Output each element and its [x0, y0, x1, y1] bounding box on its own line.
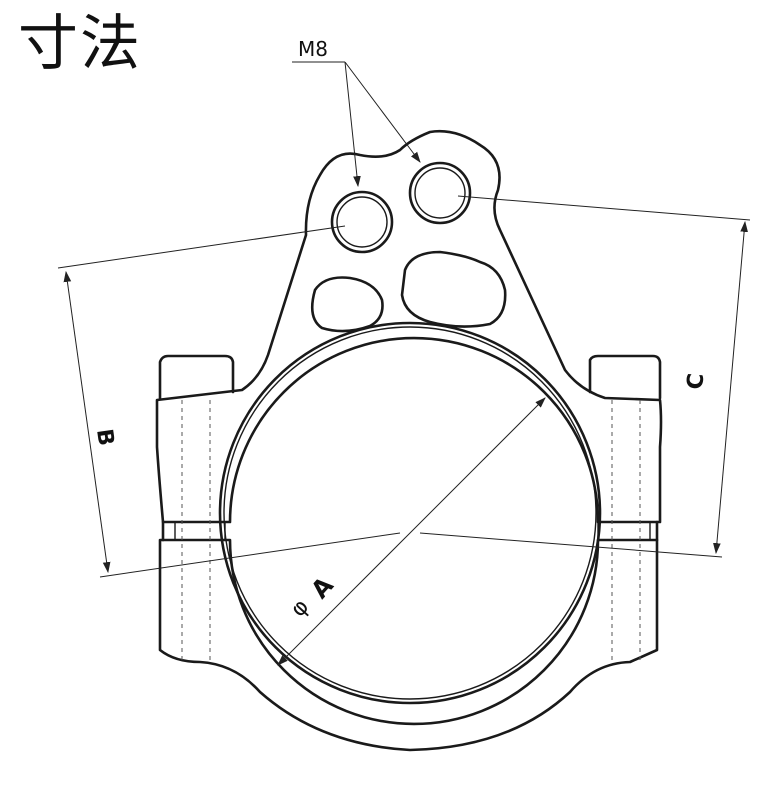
dimension-c-line [713, 220, 748, 555]
m8-label: M8 [298, 37, 328, 61]
dimension-b: B [57, 225, 401, 578]
dimension-b-line [63, 270, 111, 574]
slot-hole-left [310, 276, 384, 333]
lower-clamp-outline [158, 538, 659, 752]
bolt-neck-left [174, 521, 226, 541]
m8-leader-left [344, 61, 361, 188]
bolt-head-left [158, 354, 235, 400]
m8-callout: M8 [292, 37, 421, 188]
dimension-a-label: A [306, 571, 340, 604]
page-title: 寸法 [18, 9, 142, 79]
m8-leader-right [344, 61, 421, 163]
dimension-c-label: C [683, 372, 709, 390]
dimension-a-line [277, 397, 546, 666]
dimension-c: C [419, 195, 751, 558]
bolt-neck-right [597, 521, 651, 541]
m8-hole-left-inner [336, 196, 388, 248]
m8-hole-right-inner [414, 167, 466, 219]
dimension-diameter-a: φ A [277, 397, 546, 666]
m8-hole-right [408, 161, 472, 225]
bore-circle [218, 321, 602, 705]
bore-circle-inner [223, 326, 597, 700]
m8-hole-left [330, 190, 394, 254]
slot-hole-right [400, 250, 507, 328]
dimension-b-label: B [91, 427, 118, 447]
bolt-head-right [588, 354, 662, 400]
upper-clamp-outline [155, 130, 663, 524]
clamp-body [155, 130, 663, 752]
diameter-symbol: φ [286, 594, 314, 622]
